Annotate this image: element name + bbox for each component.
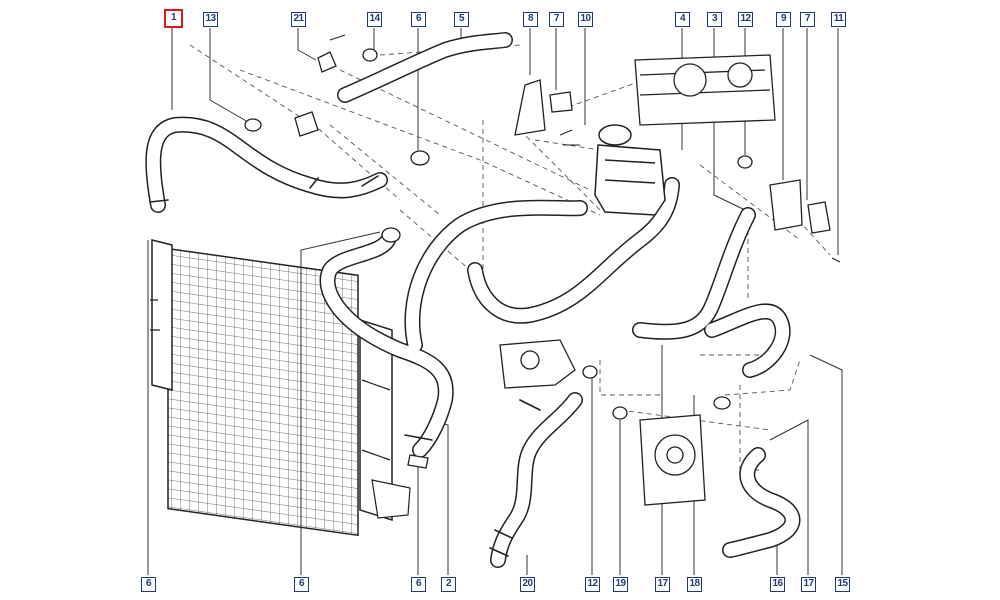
expansion-tank [594, 124, 666, 216]
callout-21: 21 [291, 12, 306, 27]
callout-17: 17 [801, 577, 816, 592]
detail-marks [329, 34, 841, 263]
callout-11: 11 [831, 12, 846, 27]
hoses [145, 32, 801, 568]
callout-18: 18 [687, 577, 702, 592]
callout-3: 3 [707, 12, 722, 27]
callout-10: 10 [578, 12, 593, 27]
callout-5: 5 [454, 12, 469, 27]
callout-9: 9 [776, 12, 791, 27]
callout-1-highlighted: 1 [164, 9, 183, 28]
engine-block [499, 54, 776, 506]
callout-4: 4 [675, 12, 690, 27]
callout-13: 13 [203, 12, 218, 27]
callout-14: 14 [367, 12, 382, 27]
callout-12: 12 [738, 12, 753, 27]
callout-7: 7 [549, 12, 564, 27]
callout-6: 6 [411, 577, 426, 592]
callout-6: 6 [411, 12, 426, 27]
clamps [244, 48, 831, 469]
radiator [150, 239, 411, 537]
callout-6: 6 [141, 577, 156, 592]
callout-19: 19 [613, 577, 628, 592]
callout-16: 16 [770, 577, 785, 592]
callout-15: 15 [835, 577, 850, 592]
callout-8: 8 [523, 12, 538, 27]
callout-17: 17 [655, 577, 670, 592]
callout-20: 20 [520, 577, 535, 592]
callout-6: 6 [294, 577, 309, 592]
callout-7: 7 [800, 12, 815, 27]
callout-2: 2 [441, 577, 456, 592]
callout-12: 12 [585, 577, 600, 592]
